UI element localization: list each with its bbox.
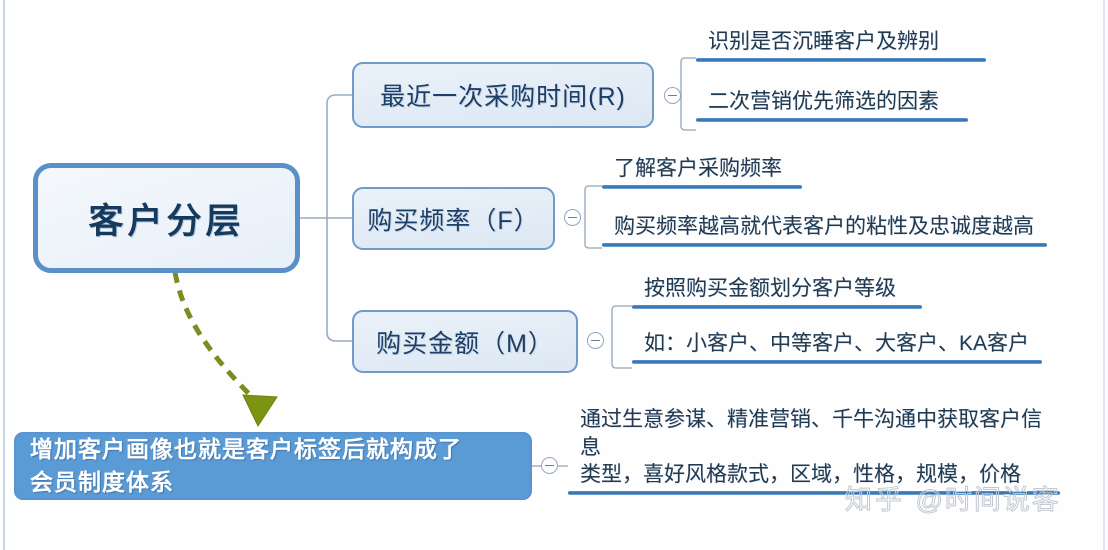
collapse-toggle-membership[interactable] — [541, 457, 558, 474]
leaf-recency-1[interactable]: 识别是否沉睡客户及辨别 — [696, 28, 986, 62]
branch-node-label: 购买金额（M） — [376, 329, 554, 358]
branch-node-recency[interactable]: 最近一次采购时间(R) — [352, 62, 654, 128]
callout-line-2: 会员制度体系 — [30, 469, 174, 495]
root-node-label: 客户分层 — [88, 201, 245, 241]
leaf-monetary-1[interactable]: 按照购买金额划分客户等级 — [632, 275, 922, 309]
leaf-underline — [602, 242, 1047, 247]
branch-node-monetary[interactable]: 购买金额（M） — [352, 310, 578, 373]
leaf-line-1: 通过生意参谋、精准营销、千牛沟通中获取客户信息 — [580, 408, 1042, 459]
leaf-underline — [696, 117, 968, 122]
page-edge-right — [1103, 0, 1105, 550]
page-edge-left — [3, 0, 5, 550]
branch-node-label: 购买频率（F） — [367, 206, 540, 235]
callout-node-membership[interactable]: 增加客户画像也就是客户标签后就构成了 会员制度体系 — [14, 432, 532, 500]
leaf-underline — [568, 491, 1060, 496]
leaf-monetary-2[interactable]: 如：小客户、中等客户、大客户、KA客户 — [632, 330, 1042, 364]
leaf-underline — [602, 184, 802, 189]
dashed-arrow-connector — [172, 271, 278, 428]
leaf-text: 通过生意参谋、精准营销、千牛沟通中获取客户信息 类型，喜好风格款式，区域，性格，… — [568, 406, 1060, 491]
leaf-underline — [632, 304, 922, 309]
leaf-text: 购买频率越高就代表客户的粘性及忠诚度越高 — [614, 215, 1034, 238]
leaf-frequency-2[interactable]: 购买频率越高就代表客户的粘性及忠诚度越高 — [602, 213, 1047, 247]
collapse-toggle-frequency[interactable] — [564, 209, 581, 226]
leaf-text: 二次营销优先筛选的因素 — [708, 90, 939, 113]
leaf-membership-sources[interactable]: 通过生意参谋、精准营销、千牛沟通中获取客户信息 类型，喜好风格款式，区域，性格，… — [568, 406, 1060, 496]
leaf-frequency-1[interactable]: 了解客户采购频率 — [602, 155, 802, 189]
collapse-toggle-recency[interactable] — [664, 87, 681, 104]
leaf-line-2: 类型，喜好风格款式，区域，性格，规模，价格 — [580, 463, 1021, 487]
callout-node-text: 增加客户画像也就是客户标签后就构成了 会员制度体系 — [30, 433, 462, 498]
watermark: 知乎 @时间说客 — [845, 478, 1061, 517]
leaf-text: 识别是否沉睡客户及辨别 — [708, 30, 939, 53]
leaf-recency-2[interactable]: 二次营销优先筛选的因素 — [696, 88, 968, 122]
branch-node-frequency[interactable]: 购买频率（F） — [352, 187, 555, 250]
collapse-toggle-monetary[interactable] — [587, 332, 604, 349]
root-node[interactable]: 客户分层 — [33, 163, 300, 273]
leaf-underline — [696, 57, 986, 62]
watermark-site: 知乎 — [845, 485, 905, 516]
callout-line-1: 增加客户画像也就是客户标签后就构成了 — [30, 436, 462, 463]
leaf-text: 按照购买金额划分客户等级 — [644, 277, 896, 300]
branch-node-label: 最近一次采购时间(R) — [380, 83, 626, 111]
leaf-text: 了解客户采购频率 — [614, 157, 782, 180]
leaf-underline — [632, 359, 1042, 364]
leaf-text: 如：小客户、中等客户、大客户、KA客户 — [644, 332, 1030, 355]
watermark-handle: @时间说客 — [915, 485, 1061, 516]
